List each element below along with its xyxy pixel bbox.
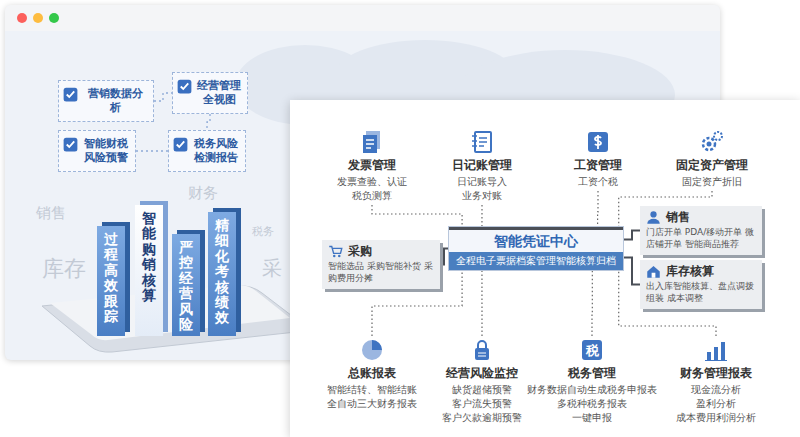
feature-item: 智能财税 风险预警 (58, 130, 136, 172)
node-title: 经营风险监控 (437, 365, 527, 381)
icon (470, 338, 494, 362)
module-block: 发票管理发票查验、认证 税负测算 (327, 128, 417, 205)
watermark-text: 税务 (252, 226, 274, 237)
node-title: 销售 (646, 210, 756, 225)
node-body: 门店开单 PDA/移动开单 微店铺开单 智能商品推荐 (646, 226, 756, 250)
icon (646, 264, 661, 279)
connector (207, 114, 210, 130)
node-body: 全程电子票据档案管理智能核算归档 (449, 252, 623, 270)
node-title: 智能购销核算 (142, 211, 156, 303)
module-block: 固定资产管理固定资产折旧 (670, 128, 754, 191)
bar-column: 智能购销核算 (135, 205, 163, 336)
node-title: 过程高效跟踪 (104, 232, 118, 324)
icon-glyph: 税 (586, 344, 599, 357)
node-body: 现金流分析 盈利分析 成本费用利润分析 (670, 383, 762, 425)
node-title: 采购 (328, 244, 434, 259)
icon (470, 130, 494, 154)
node-body: 出入库智能核算、盘点调拨 组装 成本调整 (646, 280, 756, 304)
connector (136, 150, 168, 151)
watermark-text: 库存 (42, 258, 86, 280)
node-body: 财务数据自动生成税务申报表 多税种税务报表 一键申报 (522, 383, 662, 425)
icon (63, 137, 78, 152)
node-title: 库存核算 (646, 264, 756, 279)
node-title: 税务管理 (522, 365, 662, 381)
node-title: 发票管理 (327, 157, 417, 173)
node-body: 工资个税 (563, 175, 633, 189)
icon (586, 130, 610, 154)
module-box: 销售门店开单 PDA/移动开单 微店铺开单 智能商品推荐 (640, 206, 762, 255)
connector (481, 205, 482, 226)
node-title: 财务管理报表 (670, 365, 762, 381)
node-title: 日记账管理 (442, 157, 522, 173)
watermark-text: 采 (262, 258, 282, 278)
connector (154, 93, 172, 101)
node-title: 精细化考核绩效 (215, 218, 229, 326)
icon (63, 87, 78, 102)
feature-item: 经营管理 全视图 (172, 72, 248, 114)
node-title: 总账报表 (322, 365, 422, 381)
watermark-text: 销售 (36, 206, 66, 221)
icon (700, 130, 724, 154)
feature-item: 营销数据分析 (58, 80, 154, 122)
module-block: 工资管理工资个税 (563, 128, 633, 191)
module-box: 库存核算出入库智能核算、盘点调拨 组装 成本调整 (640, 260, 762, 309)
node-title: 智能凭证中心 (449, 227, 623, 252)
module-box: 采购智能选品 采购智能补货 采购费用分摊 (322, 240, 440, 289)
connector (372, 205, 462, 226)
connector (481, 271, 482, 336)
center-box: 智能凭证中心全程电子票据档案管理智能核算归档 (448, 226, 624, 271)
icon (360, 130, 384, 154)
bar-column: 过程高效跟踪 (97, 226, 125, 336)
icon (704, 338, 728, 362)
node-body: 缺货超储预警 客户流失预警 客户欠款逾期预警 (437, 383, 527, 425)
connector (440, 249, 448, 265)
node-body: 智能选品 采购智能补货 采购费用分摊 (328, 260, 434, 284)
module-block: 经营风险监控缺货超储预警 客户流失预警 客户欠款逾期预警 (437, 336, 527, 427)
node-title: 工资管理 (563, 157, 633, 173)
bar-column: 严控经营风险 (172, 234, 200, 336)
node-body: 固定资产折旧 (670, 175, 754, 189)
module-block: 日记账管理日记账导入 业务对账 (442, 128, 522, 205)
node-title: 税务风险 检测报告 (193, 137, 239, 165)
node-title: 经营管理 全视图 (197, 79, 241, 107)
node-title: 营销数据分析 (83, 87, 147, 115)
feature-item: 税务风险 检测报告 (168, 130, 246, 172)
node-title: 智能财税 风险预警 (83, 137, 129, 165)
node-body: 日记账导入 业务对账 (442, 175, 522, 203)
module-block: 总账报表智能结转、智能结账 全自动三大财务报表 (322, 336, 422, 413)
connector (624, 231, 640, 240)
watermark-text: 财务 (188, 186, 218, 201)
bar-column: 精细化考核绩效 (208, 212, 236, 336)
icon (173, 137, 188, 152)
icon (177, 79, 192, 94)
node-title: 固定资产管理 (670, 157, 754, 173)
node-title: 严控经营风险 (179, 240, 193, 332)
icon (360, 338, 384, 362)
icon (646, 210, 661, 225)
node-body: 智能结转、智能结账 全自动三大财务报表 (322, 383, 422, 411)
node-body: 发票查验、认证 税负测算 (327, 175, 417, 203)
connector (591, 271, 593, 336)
connector (597, 191, 599, 226)
module-block: 财务管理报表现金流分析 盈利分析 成本费用利润分析 (670, 336, 762, 427)
connector (624, 258, 640, 285)
icon (328, 244, 343, 259)
